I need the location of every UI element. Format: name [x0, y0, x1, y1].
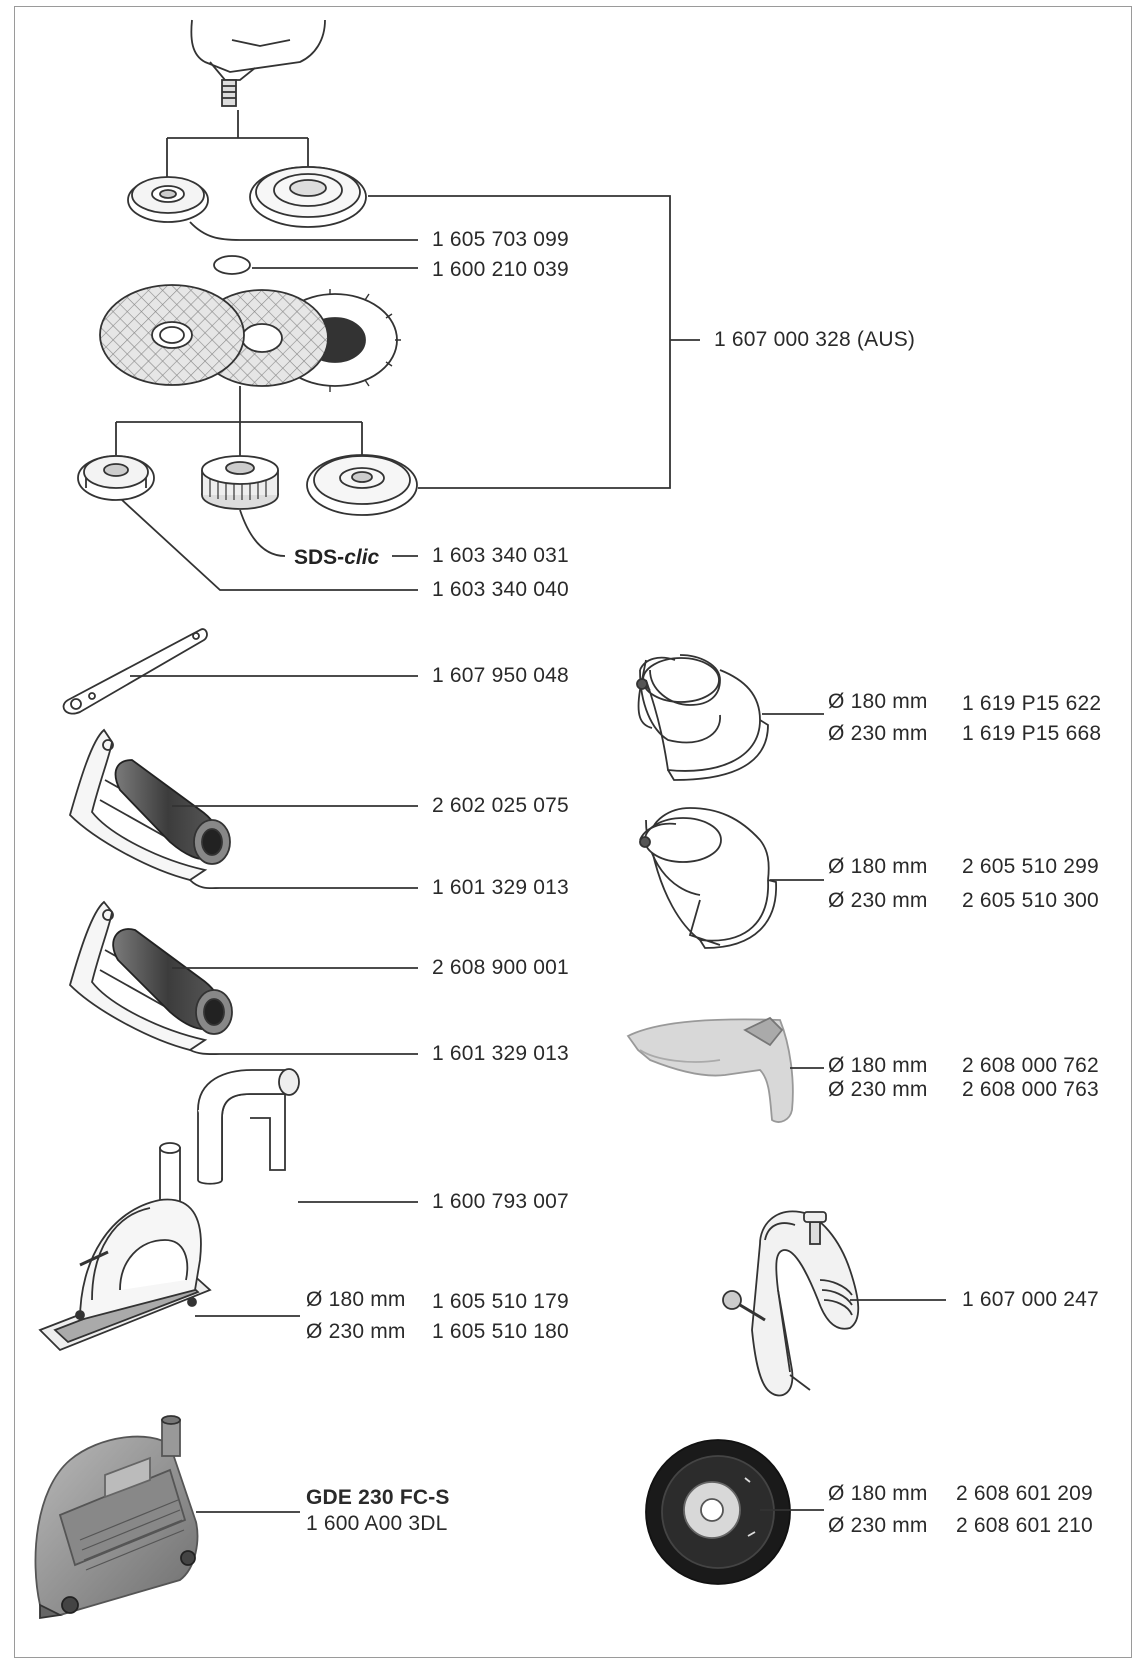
- gde-model-name: GDE 230 FC-S: [306, 1486, 450, 1509]
- grinder-spindle-icon: [190, 19, 326, 107]
- flange-large-icon: [249, 166, 367, 228]
- pad-dim-180: Ø 180 mm: [828, 1482, 928, 1505]
- guard3-part-180: 2 608 000 762: [962, 1054, 1099, 1077]
- rubber-backing-pad-icon: [645, 1439, 791, 1585]
- part-number-vibration-handle: 2 608 900 001: [432, 956, 569, 979]
- part-number-aus-kit: 1 607 000 328 (AUS): [714, 328, 916, 351]
- part-number-hose: 1 600 793 007: [432, 1190, 569, 1213]
- gde-cutting-guard-icon: [34, 1415, 199, 1620]
- guard3-dim-180: Ø 180 mm: [828, 1054, 928, 1077]
- protection-guard-230-icon: [639, 807, 777, 949]
- guard1-part-180: 1 619 P15 622: [962, 692, 1102, 715]
- guard2-part-180: 2 605 510 299: [962, 855, 1099, 878]
- gde-part-number: 1 600 A00 3DL: [306, 1512, 448, 1535]
- cutting-guide-part-180: 1 605 510 179: [432, 1290, 569, 1313]
- pad-part-230: 2 608 601 210: [956, 1514, 1093, 1537]
- cutting-guide-icon: [38, 1142, 212, 1352]
- cutting-guide-dim-180: Ø 180 mm: [306, 1288, 406, 1311]
- part-number-o-ring: 1 600 210 039: [432, 258, 569, 281]
- cutting-guide-dim-230: Ø 230 mm: [306, 1320, 406, 1343]
- guard2-dim-230: Ø 230 mm: [828, 889, 928, 912]
- pad-dim-230: Ø 230 mm: [828, 1514, 928, 1537]
- bow-handle-icon: [722, 1210, 860, 1397]
- sds-clic-nut-icon: [201, 455, 279, 510]
- cutting-guide-part-230: 1 605 510 180: [432, 1320, 569, 1343]
- part-number-side-handle: 2 602 025 075: [432, 794, 569, 817]
- guard3-part-230: 2 608 000 763: [962, 1078, 1099, 1101]
- flange-small-icon: [127, 176, 209, 223]
- side-handle-bracket-icon: [68, 728, 231, 881]
- guard1-dim-230: Ø 230 mm: [828, 722, 928, 745]
- o-ring-icon: [213, 255, 251, 275]
- part-number-flange: 1 605 703 099: [432, 228, 569, 251]
- guard2-part-230: 2 605 510 300: [962, 889, 1099, 912]
- part-number-clamp-nut: 1 603 340 040: [432, 578, 569, 601]
- sds-clic-suffix: clic: [344, 546, 380, 569]
- part-number-bracket-1: 1 601 329 013: [432, 876, 569, 899]
- cutting-disc-icon: [99, 284, 245, 386]
- part-number-spanner: 1 607 950 048: [432, 664, 569, 687]
- part-number-bracket-2: 1 601 329 013: [432, 1042, 569, 1065]
- sds-clic-brand: SDS-clic: [294, 546, 380, 569]
- flange-nut-large-icon: [306, 454, 418, 516]
- extraction-hose-icon: [197, 1068, 300, 1185]
- guard2-dim-180: Ø 180 mm: [828, 855, 928, 878]
- spanner-icon: [62, 628, 208, 715]
- part-number-bow-handle: 1 607 000 247: [962, 1288, 1099, 1311]
- guard3-dim-230: Ø 230 mm: [828, 1078, 928, 1101]
- part-number-sds-clic: 1 603 340 031: [432, 544, 569, 567]
- guard1-part-230: 1 619 P15 668: [962, 722, 1102, 745]
- cutting-guard-aluminium-icon: [626, 1016, 794, 1123]
- guard1-dim-180: Ø 180 mm: [828, 690, 928, 713]
- clamp-nut-icon: [77, 455, 155, 501]
- vibration-handle-bracket-icon: [68, 900, 233, 1051]
- pad-part-180: 2 608 601 209: [956, 1482, 1093, 1505]
- protection-guard-180-icon: [636, 654, 769, 781]
